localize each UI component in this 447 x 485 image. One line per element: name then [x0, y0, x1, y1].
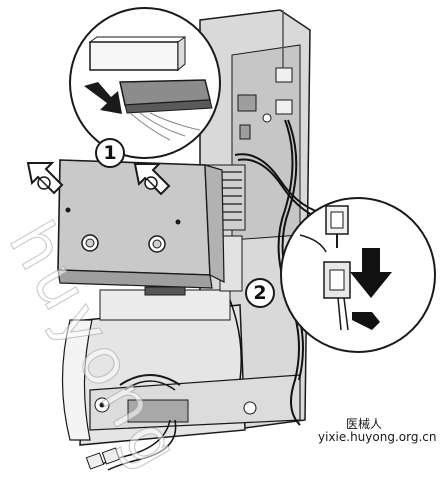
detail-callout-2: [280, 197, 436, 353]
screw-arrow-right: [133, 163, 171, 196]
lower-assembly: [61, 286, 301, 446]
push-arrow-icon: [350, 248, 392, 298]
watermark-site-url: yixie.huyong.org.cn: [318, 430, 437, 444]
watermark-site-name: 医械人: [346, 417, 383, 431]
detail-callout-1: [69, 7, 221, 159]
arrow-icon: [84, 82, 122, 114]
bracket-plate: [57, 159, 225, 289]
screw-arrow-left: [26, 162, 64, 195]
step-1-badge: 1: [95, 138, 125, 168]
connector-plug: [85, 447, 121, 470]
step-2-badge: 2: [245, 278, 275, 308]
